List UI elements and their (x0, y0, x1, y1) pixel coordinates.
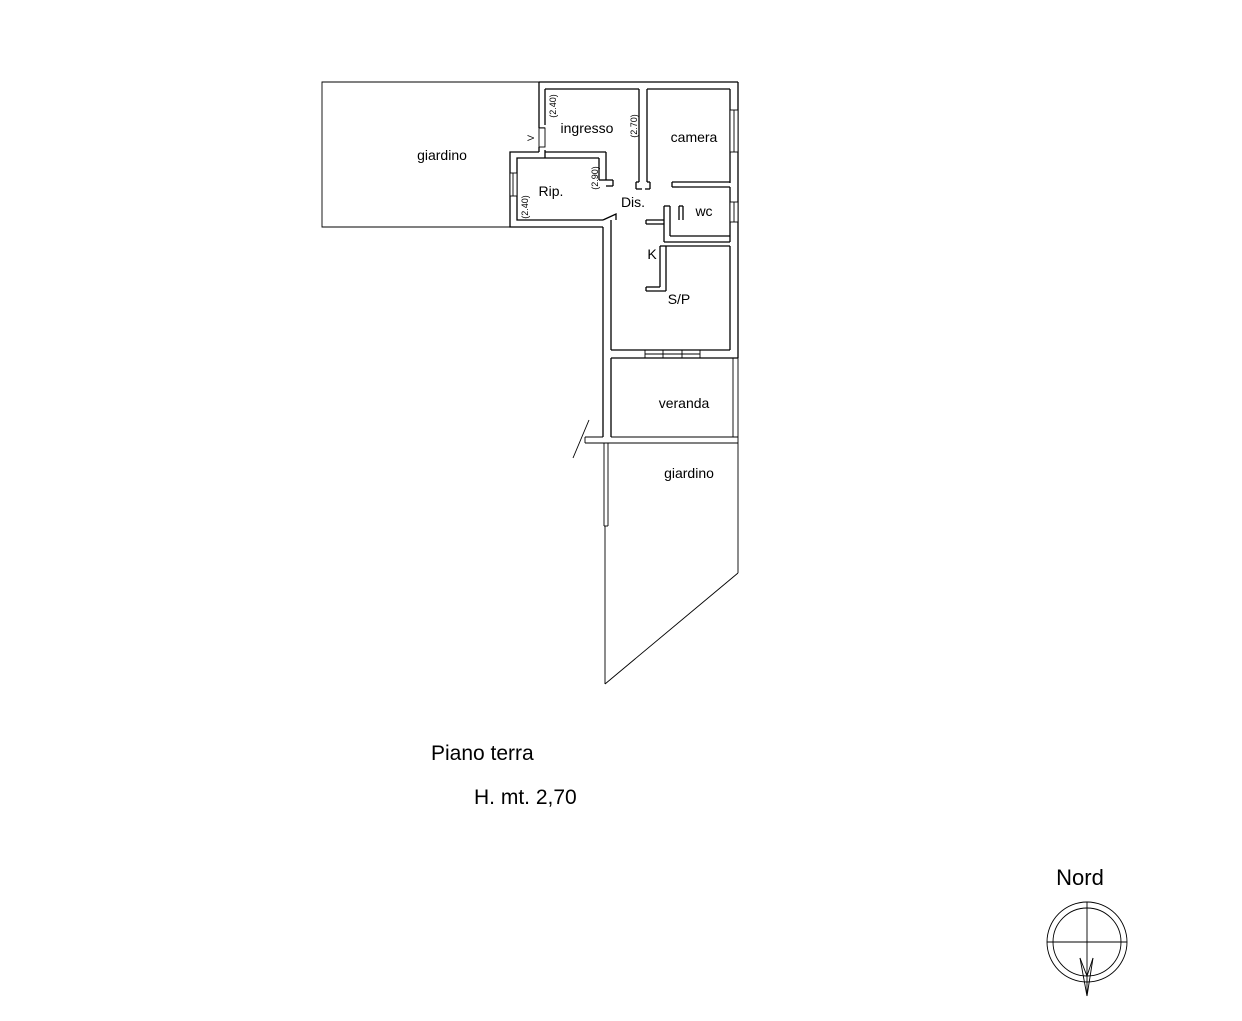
room-label-disimpegno: Dis. (621, 194, 645, 210)
height-label-ripostiglio-outer: (2.40) (520, 195, 530, 219)
room-label-ingresso: ingresso (561, 120, 614, 136)
room-label-ripostiglio: Rip. (539, 183, 564, 199)
step-mark: V (526, 135, 536, 141)
room-label-cucina: K (647, 246, 657, 262)
north-arrow-icon (1046, 901, 1128, 997)
veranda-area (572, 358, 739, 459)
room-label-wc: wc (694, 203, 712, 219)
room-label-veranda: veranda (659, 395, 710, 411)
height-label-ingresso: (2.40) (548, 94, 558, 118)
room-label-giardino-sud: giardino (664, 465, 714, 481)
floor-height: H. mt. 2,70 (474, 786, 577, 809)
floor-title: Piano terra (431, 742, 534, 765)
garden-sud-area (603, 443, 739, 685)
room-label-soggiorno: S/P (668, 291, 691, 307)
room-label-camera: camera (671, 129, 718, 145)
windows (509, 109, 739, 223)
height-label-disimpegno: (2.70) (629, 114, 639, 138)
room-label-giardino-nord: giardino (417, 147, 467, 163)
interior-walls (635, 89, 730, 292)
garden-nord-area (321, 81, 539, 228)
compass-label: Nord (1056, 865, 1104, 890)
height-label-ripostiglio-inner: (2.90) (590, 166, 600, 190)
